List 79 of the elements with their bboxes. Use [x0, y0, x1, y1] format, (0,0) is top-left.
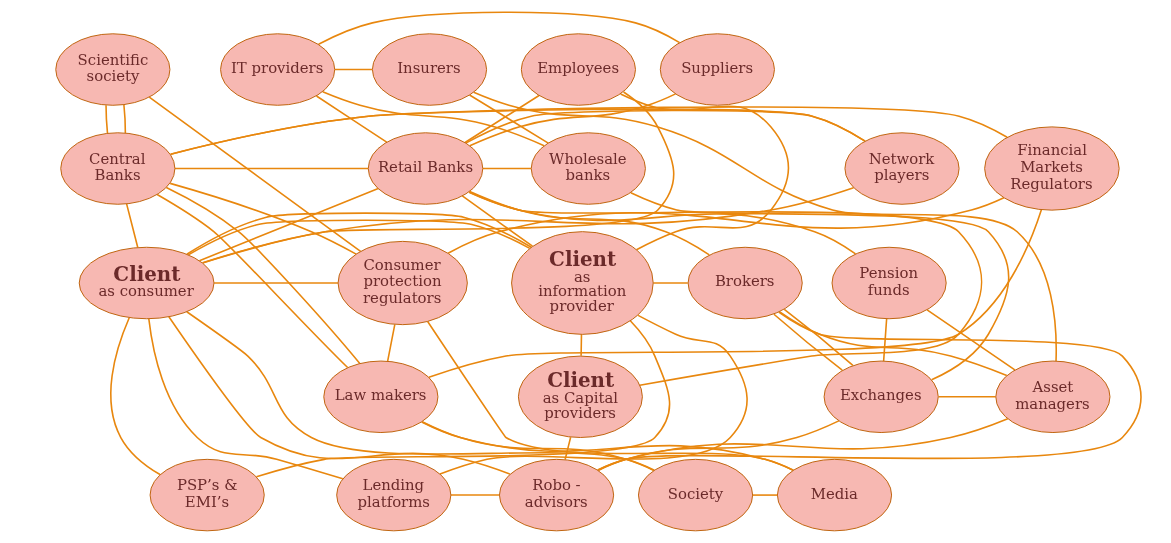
node-ellipse: Client as information provider: [511, 231, 654, 335]
connector: [201, 186, 855, 264]
connector: [778, 311, 1008, 377]
connector: [597, 420, 840, 472]
connector: [165, 186, 361, 365]
node-ellipse: Network players: [844, 132, 960, 205]
connector: [156, 193, 349, 369]
node-ellipse: Media: [776, 458, 893, 532]
node-ellipse: Robo - advisors: [499, 458, 615, 532]
connector: [420, 421, 795, 471]
node-ellipse: Lending platforms: [336, 458, 452, 532]
node-ellipse: Employees: [520, 33, 636, 106]
node-ellipse: Central Banks: [60, 132, 176, 205]
connector: [469, 93, 677, 147]
connector: [482, 167, 532, 170]
node-ellipse: Exchanges: [823, 360, 939, 434]
connector: [596, 311, 1142, 471]
connector: [752, 494, 779, 496]
connector: [461, 195, 534, 247]
node-ellipse: IT providers: [220, 33, 336, 106]
connector: [926, 309, 1016, 371]
connector: [187, 219, 531, 256]
connector: [315, 95, 388, 143]
connector: [450, 494, 501, 496]
node-ellipse: Retail Banks: [367, 132, 484, 205]
node-ellipse: Scientific society: [55, 33, 171, 106]
connector: [468, 94, 550, 144]
connector: [386, 323, 396, 362]
node-ellipse: Suppliers: [659, 33, 775, 106]
connector: [148, 318, 344, 480]
connector: [630, 191, 1010, 381]
connector: [468, 191, 983, 387]
node-ellipse: Wholesale banks: [530, 132, 646, 205]
node-ellipse: Asset managers: [995, 360, 1111, 434]
connector: [185, 310, 656, 471]
connector: [169, 106, 1008, 155]
node-ellipse: Financial Markets Regulators: [984, 126, 1120, 211]
connector: [198, 187, 379, 262]
connector: [169, 108, 866, 155]
connector: [255, 320, 671, 478]
node-ellipse: Brokers: [687, 246, 803, 320]
connector: [783, 308, 854, 367]
connector: [168, 315, 511, 475]
connector: [213, 282, 339, 284]
connector: [123, 103, 127, 134]
connector: [447, 196, 1005, 254]
connector: [468, 191, 857, 255]
connector: [596, 417, 1009, 471]
connector: [652, 282, 689, 284]
connector: [464, 94, 540, 144]
connector: [773, 313, 843, 371]
connector: [468, 190, 711, 256]
connector: [882, 317, 888, 362]
node-ellipse: Insurers: [371, 33, 488, 106]
node-ellipse: Consumer protection regulators: [337, 240, 468, 326]
connector: [428, 208, 1043, 379]
connector: [580, 333, 583, 357]
connector: [334, 68, 373, 71]
connector: [472, 91, 1058, 362]
connector: [421, 420, 655, 472]
connector: [439, 314, 748, 475]
node-ellipse: Client as Capital providers: [517, 355, 643, 438]
connector: [317, 11, 681, 46]
connector: [169, 182, 357, 255]
node-ellipse: Client as consumer: [78, 246, 215, 320]
connector: [186, 212, 533, 255]
node-ellipse: Law makers: [323, 360, 439, 434]
connector: [174, 167, 370, 170]
connector: [564, 436, 572, 461]
connector: [110, 316, 161, 476]
connector: [105, 104, 109, 135]
connector: [148, 96, 362, 253]
node-ellipse: Pension funds: [831, 246, 947, 320]
connector: [125, 203, 139, 249]
node-ellipse: Society: [637, 458, 754, 532]
connector: [937, 396, 997, 398]
connector: [321, 91, 545, 147]
connector: [619, 93, 790, 251]
node-ellipse: PSP’s & EMI’s: [149, 458, 265, 532]
